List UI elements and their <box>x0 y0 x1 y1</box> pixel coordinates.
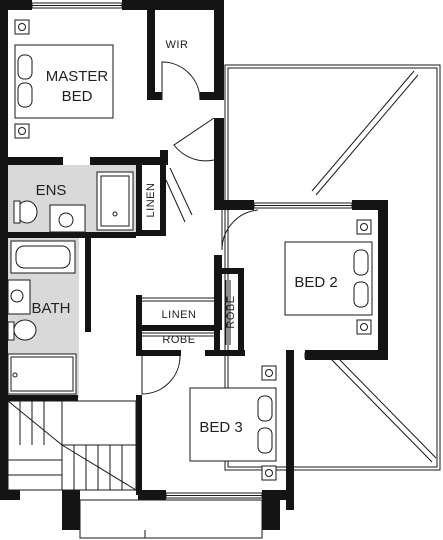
label-robe-vertical: ROBE <box>225 295 237 328</box>
windows <box>31 2 353 539</box>
label-robe: ROBE <box>162 334 195 346</box>
label-master-bed-line2: BED <box>62 88 93 105</box>
staircase <box>7 400 137 491</box>
bed-3-furniture <box>189 365 277 481</box>
label-wir: WIR <box>166 39 189 51</box>
bed-2-furniture <box>225 219 373 345</box>
master-bed-furniture <box>14 19 114 139</box>
ensuite-fixtures <box>13 171 134 233</box>
label-bath: BATH <box>32 300 71 317</box>
label-bed-2: BED 2 <box>294 274 337 291</box>
walls <box>0 0 388 530</box>
bath-fixtures <box>7 240 77 395</box>
label-linen: LINEN <box>162 309 197 321</box>
robe-linen-shelving <box>142 297 214 337</box>
label-bed-3: BED 3 <box>199 419 242 436</box>
label-master-bed-line1: MASTER <box>46 68 109 85</box>
label-ens: ENS <box>36 182 67 199</box>
label-linen-vertical: LINEN <box>145 183 157 218</box>
doors <box>141 61 259 395</box>
balcony <box>224 64 441 471</box>
